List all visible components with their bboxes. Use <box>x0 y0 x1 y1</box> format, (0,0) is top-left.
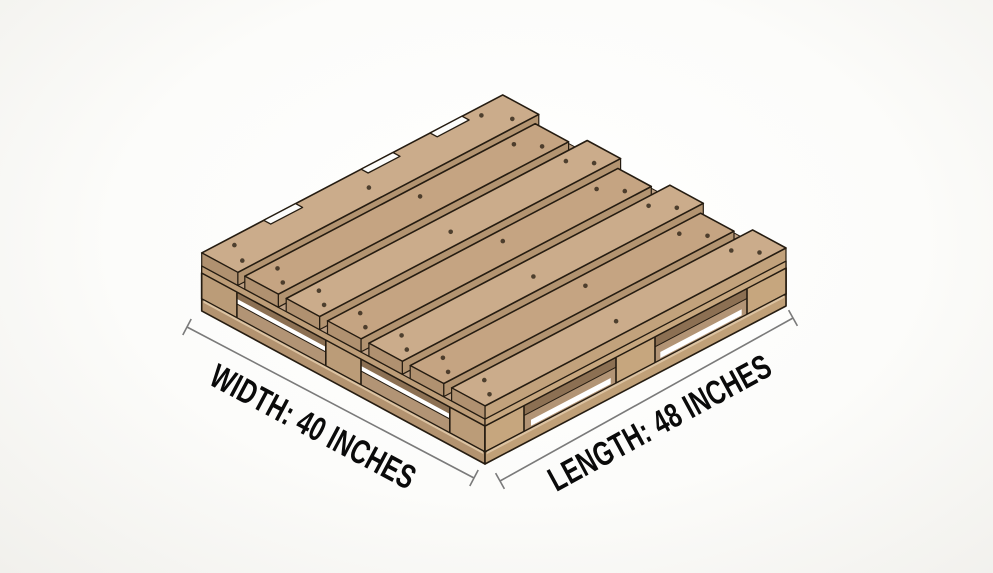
deck-board-end <box>368 342 403 375</box>
nail-dot <box>583 283 588 289</box>
nail-dot <box>500 238 506 244</box>
nail-dot <box>482 377 487 383</box>
nail-dot <box>613 318 619 324</box>
nail-dot <box>232 242 237 248</box>
nail-dot <box>321 302 327 308</box>
deck-edge-notch <box>360 151 401 174</box>
right-pocket-light-slot <box>531 378 611 426</box>
width-dimension-line <box>186 326 475 479</box>
nail-dot <box>591 160 597 166</box>
nail-dot <box>357 310 363 316</box>
right-rail-highlight <box>486 295 785 455</box>
nail-dot <box>363 324 368 330</box>
nail-dot <box>240 258 245 263</box>
nail-dot <box>729 248 734 253</box>
nail-dot <box>646 203 651 209</box>
nail-dot <box>510 116 515 122</box>
nail-dot <box>316 288 322 294</box>
nail-dot <box>399 333 404 338</box>
right-pocket-light-slot <box>660 309 742 358</box>
right-bottom-rail <box>484 293 787 465</box>
length-dimension-line <box>499 317 794 482</box>
pallet-graphic <box>200 94 787 465</box>
nail-dot <box>445 369 451 375</box>
nail-dot <box>531 274 536 279</box>
nail-dot <box>674 205 680 211</box>
nail-dot <box>487 392 492 397</box>
deck-board-end <box>451 387 486 420</box>
nail-dot <box>280 280 286 285</box>
deck-board-end <box>244 275 279 308</box>
nail-dot <box>563 158 569 164</box>
width-dimension-tick-end <box>469 469 479 487</box>
nail-dot <box>404 347 410 352</box>
nail-dot <box>539 144 545 149</box>
deck-board-end <box>201 252 239 286</box>
nail-dot <box>622 188 628 194</box>
nail-dot <box>594 186 599 192</box>
nail-dot <box>705 233 710 239</box>
left-rail-highlight <box>203 300 484 454</box>
deck-board-end <box>285 297 321 331</box>
width-dimension-tick-start <box>182 318 192 336</box>
nail-dot <box>479 113 484 118</box>
deck-edge-notch <box>429 115 470 138</box>
deck-edge-notch <box>263 202 304 225</box>
nail-dot <box>275 266 280 271</box>
nail-dot <box>511 142 517 147</box>
nail-dot <box>417 194 423 199</box>
nail-dot <box>366 185 372 190</box>
nail-dot <box>677 231 682 236</box>
nail-dot <box>757 250 762 255</box>
deck-board-end <box>409 365 445 398</box>
nail-dot <box>440 355 446 361</box>
nail-dot <box>448 229 454 235</box>
length-dimension-tick-end <box>787 309 799 327</box>
length-dimension-tick-start <box>494 472 506 490</box>
deck-board-end <box>326 320 362 353</box>
